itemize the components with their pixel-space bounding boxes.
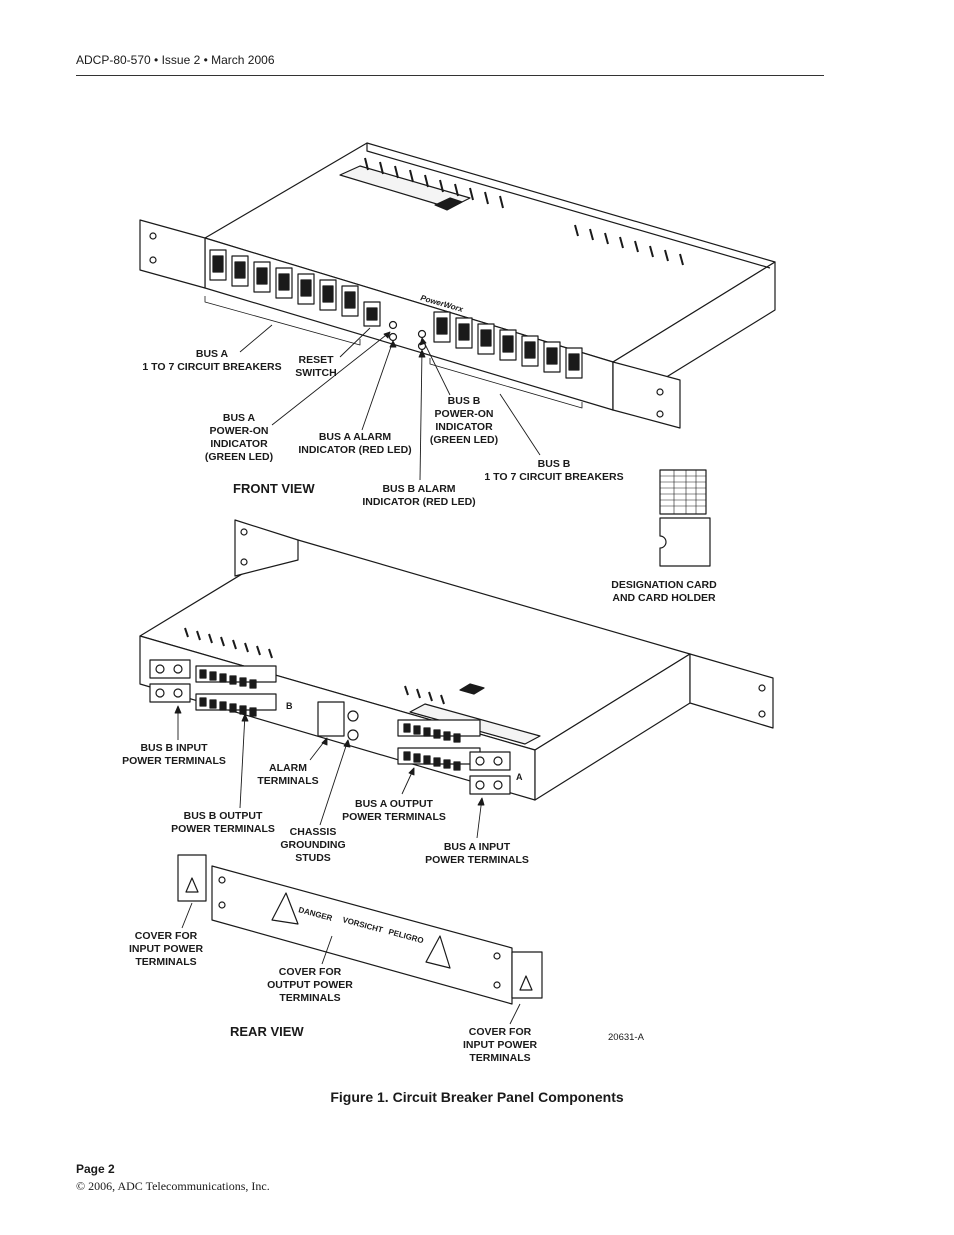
label-cover-input-left: COVER FOR INPUT POWER TERMINALS (128, 930, 204, 968)
label-cover-output: COVER FOR OUTPUT POWER TERMINALS (267, 966, 353, 1004)
cover-input-left (177, 854, 207, 929)
label-reset-switch: RESET SWITCH (295, 354, 337, 379)
bus-letter-a: A (516, 772, 523, 782)
label-bus-b-breakers: BUS B 1 TO 7 CIRCUIT BREAKERS (484, 458, 624, 483)
label-bus-a-power-led: BUS A POWER-ON INDICATOR (GREEN LED) (204, 412, 274, 463)
bus-letter-b: B (286, 701, 293, 711)
page-number: Page 2 (76, 1162, 115, 1176)
label-bus-a-alarm-led: BUS A ALARM INDICATOR (RED LED) (298, 431, 412, 456)
front-leader-lines (239, 324, 541, 481)
rear-terminals (149, 659, 511, 795)
bus-a-breakers (209, 249, 359, 317)
document-header: ADCP-80-570 • Issue 2 • March 2006 (76, 53, 275, 67)
cover-output (211, 865, 513, 1005)
label-chassis-ground: CHASSIS GROUNDING STUDS (280, 826, 346, 864)
label-bus-b-input: BUS B INPUT POWER TERMINALS (122, 742, 226, 767)
label-alarm-terminals: ALARM TERMINALS (257, 762, 319, 787)
cover-input-right (509, 951, 543, 1025)
label-bus-a-breakers: BUS A 1 TO 7 CIRCUIT BREAKERS (142, 348, 282, 373)
center-controls (363, 301, 427, 351)
front-view-title: FRONT VIEW (233, 481, 315, 496)
designation-card (659, 469, 711, 567)
figure-number: 20631-A (608, 1032, 644, 1043)
copyright: © 2006, ADC Telecommunications, Inc. (76, 1179, 270, 1193)
bus-b-breakers (433, 311, 583, 379)
label-cover-input-right: COVER FOR INPUT POWER TERMINALS (462, 1026, 538, 1064)
label-designation-card: DESIGNATION CARD AND CARD HOLDER (611, 579, 717, 604)
label-bus-b-output: BUS B OUTPUT POWER TERMINALS (171, 810, 275, 835)
label-bus-a-output: BUS A OUTPUT POWER TERMINALS (342, 798, 446, 823)
rear-leader-lines (174, 705, 485, 839)
header-rule (76, 75, 824, 76)
label-bus-b-alarm-led: BUS B ALARM INDICATOR (RED LED) (362, 483, 476, 508)
rear-view-title: REAR VIEW (230, 1024, 304, 1039)
figure-caption: Figure 1. Circuit Breaker Panel Componen… (330, 1089, 624, 1105)
label-bus-b-power-led: BUS B POWER-ON INDICATOR (GREEN LED) (429, 395, 499, 446)
label-bus-a-input: BUS A INPUT POWER TERMINALS (425, 841, 529, 866)
